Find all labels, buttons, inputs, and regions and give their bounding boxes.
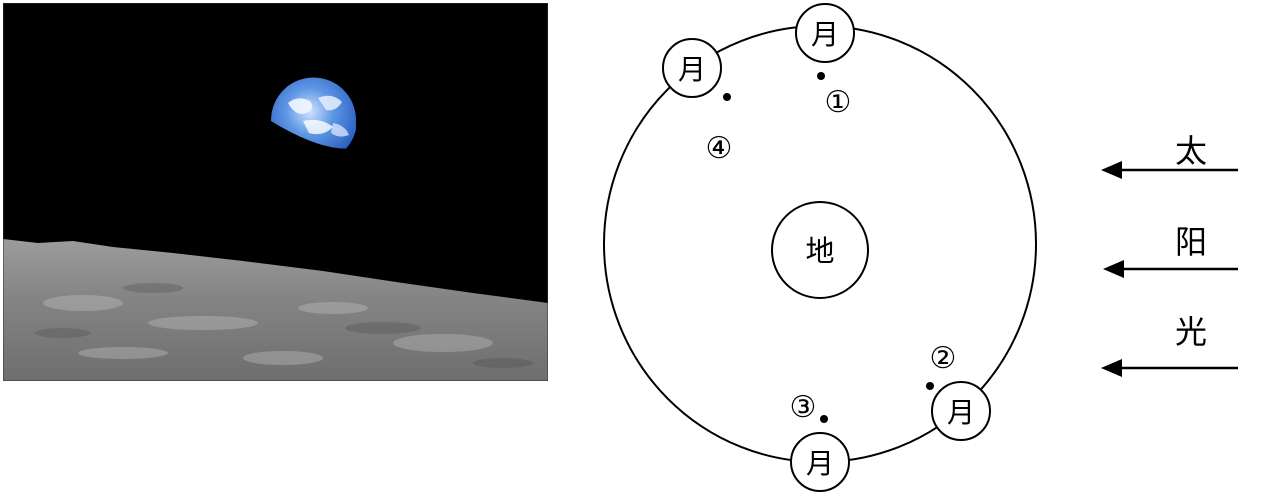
moon-bottom: 月 bbox=[790, 432, 850, 492]
moon-label: 月 bbox=[806, 447, 834, 480]
position-dot-3 bbox=[820, 415, 828, 423]
position-marker-3: ③ bbox=[790, 390, 817, 425]
moon-label: 月 bbox=[811, 18, 839, 51]
arrowhead-icon bbox=[1103, 260, 1124, 278]
position-dot-1 bbox=[817, 72, 825, 80]
position-marker-1: ① bbox=[825, 85, 852, 120]
earth: 地 bbox=[771, 201, 869, 299]
arrowhead-icon bbox=[1101, 359, 1122, 377]
sunlight-label-char-3: 光 bbox=[1175, 313, 1207, 351]
moon-upper-left: 月 bbox=[662, 38, 722, 98]
sunlight-arrows bbox=[1101, 161, 1238, 377]
sunlight-label-char-1: 太 bbox=[1175, 132, 1207, 170]
position-marker-4: ④ bbox=[706, 131, 733, 166]
position-marker-2: ② bbox=[930, 341, 957, 376]
moon-label: 月 bbox=[678, 53, 706, 86]
earth-label: 地 bbox=[805, 234, 834, 268]
position-dot-2 bbox=[926, 382, 934, 390]
arrowhead-icon bbox=[1101, 161, 1122, 179]
moon-label: 月 bbox=[947, 396, 975, 429]
sunlight-label-char-2: 阳 bbox=[1175, 223, 1207, 261]
moon-top: 月 bbox=[795, 3, 855, 63]
lunar-surface bbox=[3, 239, 548, 381]
moon-lower-right: 月 bbox=[931, 381, 991, 441]
earthrise-photo bbox=[3, 3, 548, 381]
position-dot-4 bbox=[723, 93, 731, 101]
